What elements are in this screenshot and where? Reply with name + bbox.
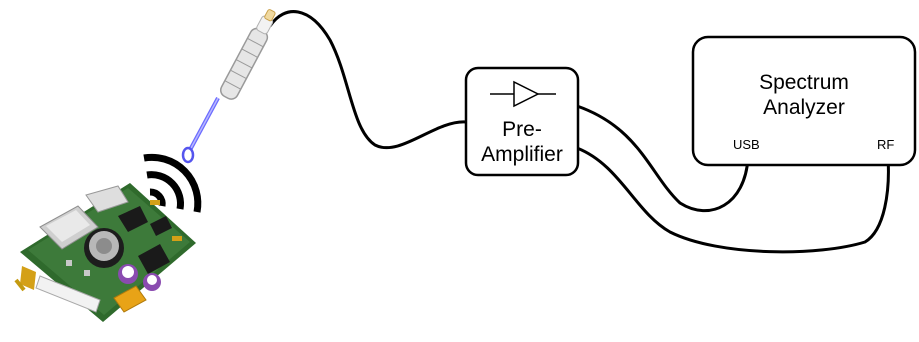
rf-port-label: RF [877, 137, 895, 152]
preamp-label-line1: Pre- [502, 118, 542, 141]
preamp-label: Pre- Amplifier [466, 117, 578, 167]
near-field-probe-icon [181, 9, 276, 164]
preamp-to-rf-cable [576, 146, 890, 254]
preamp-to-usb-cable [576, 104, 750, 213]
spectrum-analyzer-box [691, 35, 917, 167]
preamp-label-line2: Amplifier [481, 143, 563, 166]
wireless-signal-icon [143, 153, 202, 213]
analyzer-label-line1: Spectrum [759, 71, 849, 94]
probe-to-preamp-cable [268, 10, 467, 150]
pcb-module-icon [14, 183, 196, 322]
analyzer-label: Spectrum Analyzer [693, 70, 915, 120]
analyzer-label-line2: Analyzer [763, 96, 845, 119]
amplifier-triangle-icon [490, 80, 556, 108]
usb-port-label: USB [733, 137, 760, 152]
